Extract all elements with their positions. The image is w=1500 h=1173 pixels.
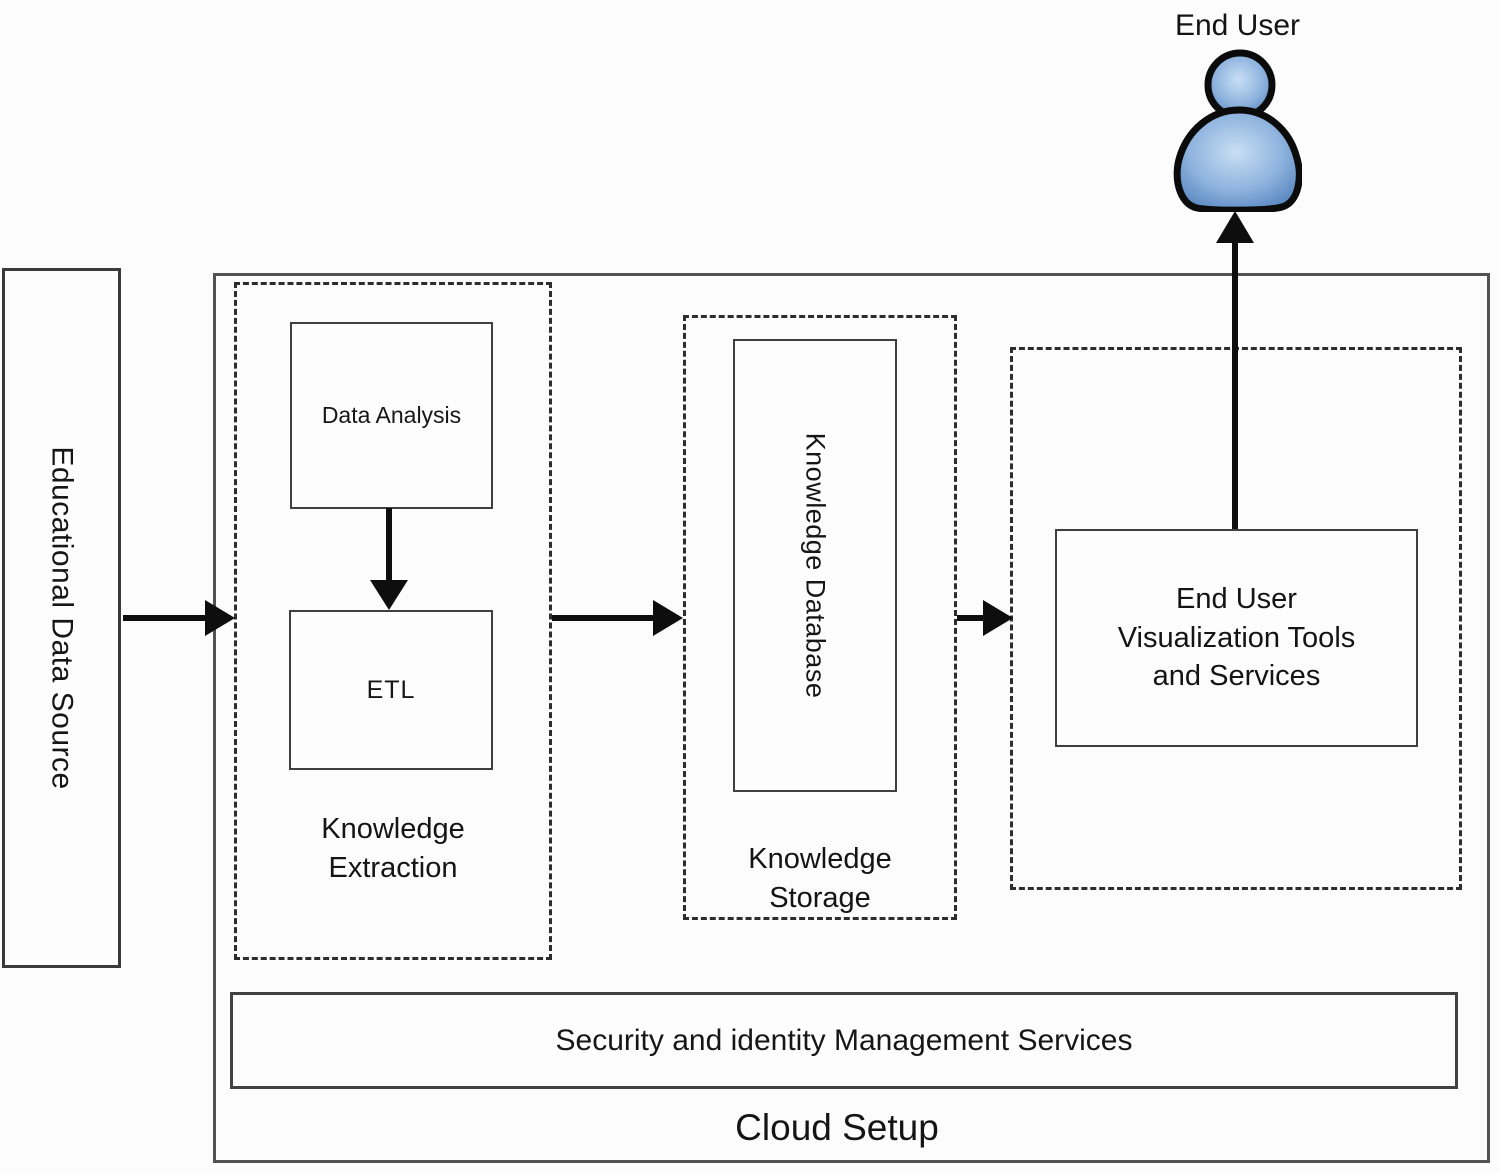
arrow-data-analysis-to-etl — [369, 508, 409, 610]
arrow-knowledge-extraction-to-knowledge-storage — [552, 600, 683, 640]
security-services-label: Security and identity Management Service… — [555, 1023, 1133, 1057]
arrow-shaft — [552, 615, 655, 621]
knowledge-storage-group — [683, 315, 957, 920]
arrow-shaft — [123, 615, 207, 621]
arrow-visualization-to-end-user — [1216, 211, 1256, 531]
arrow-shaft — [1232, 241, 1238, 529]
end-user-person-icon — [1172, 44, 1303, 214]
arrow-knowledge-storage-to-visualization — [957, 600, 1013, 640]
arrow-shaft — [957, 615, 985, 621]
knowledge-storage-label: Knowledge Storage — [748, 843, 892, 914]
data-analysis-label: Data Analysis — [321, 402, 462, 428]
knowledge-database-label: Knowledge Database — [800, 432, 831, 699]
arrow-head-down-icon — [370, 580, 408, 610]
etl-label: ETL — [366, 675, 416, 704]
arrow-eds-to-knowledge-extraction — [123, 600, 235, 640]
knowledge-database-box: Knowledge Database — [733, 339, 897, 792]
knowledge-extraction-label: Knowledge Extraction — [321, 813, 465, 884]
person-icon-svg — [1173, 49, 1303, 214]
arrow-head-right-icon — [983, 600, 1013, 636]
educational-data-source-box: Educational Data Source — [2, 268, 121, 968]
etl-box: ETL — [289, 610, 493, 770]
arrow-head-right-icon — [205, 600, 235, 636]
data-analysis-box: Data Analysis — [290, 322, 493, 509]
cloud-setup-label: Cloud Setup — [735, 1107, 939, 1148]
arrow-shaft — [386, 508, 392, 584]
visualization-tools-label: End User Visualization Tools and Service… — [1117, 582, 1356, 693]
end-user-label: End User — [1174, 9, 1301, 42]
knowledge-extraction-group — [234, 282, 552, 960]
visualization-tools-box: End User Visualization Tools and Service… — [1055, 529, 1418, 747]
security-services-box: Security and identity Management Service… — [230, 992, 1458, 1089]
arrow-head-right-icon — [653, 600, 683, 636]
educational-data-source-label: Educational Data Source — [45, 446, 79, 790]
arrow-head-up-icon — [1216, 211, 1254, 243]
